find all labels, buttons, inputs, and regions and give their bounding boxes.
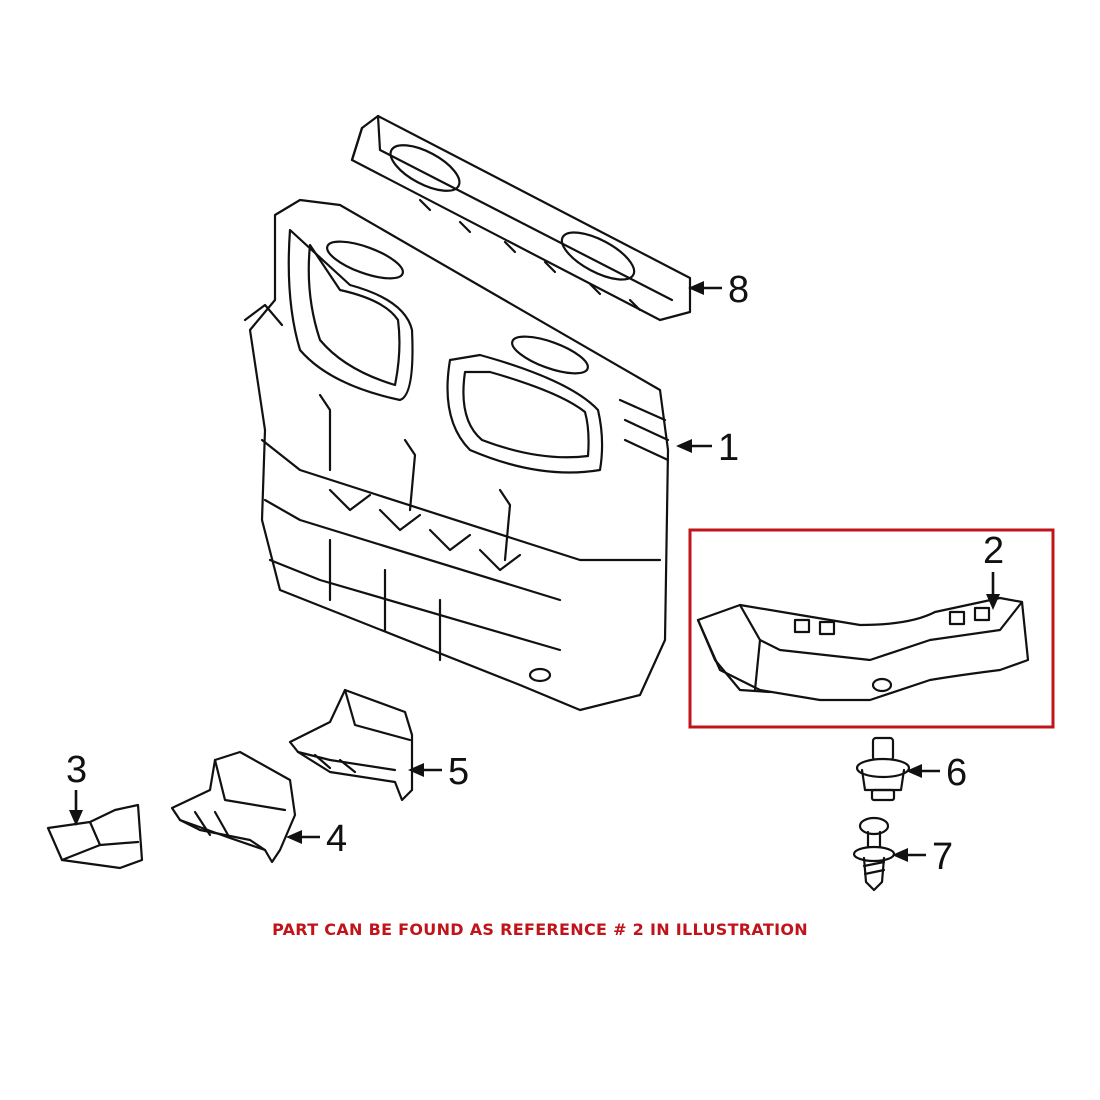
callout-1: 1 bbox=[676, 427, 739, 469]
part-1-radiator-support bbox=[243, 198, 670, 712]
callout-6: 6 bbox=[906, 752, 967, 794]
part-2-bracket bbox=[696, 596, 1030, 702]
part-6-push-clip bbox=[855, 736, 911, 802]
arrow-icon bbox=[892, 848, 908, 862]
arrow-icon bbox=[408, 763, 424, 777]
callout-2: 2 bbox=[983, 530, 1004, 610]
part-8-upper-bar bbox=[350, 114, 692, 322]
callout-number-1: 1 bbox=[718, 427, 739, 469]
callout-5: 5 bbox=[408, 751, 469, 793]
reference-note: PART CAN BE FOUND AS REFERENCE # 2 IN IL… bbox=[272, 920, 808, 939]
callout-number-6: 6 bbox=[946, 752, 967, 794]
arrow-icon bbox=[986, 594, 1000, 610]
arrow-icon bbox=[69, 810, 83, 826]
part-7-screw-clip bbox=[852, 816, 896, 892]
callout-number-4: 4 bbox=[326, 818, 347, 860]
part-2-highlight-box bbox=[688, 528, 1055, 729]
callout-8: 8 bbox=[688, 269, 749, 311]
part-3-deflector bbox=[46, 803, 144, 870]
arrow-icon bbox=[688, 281, 704, 295]
arrow-icon bbox=[676, 439, 692, 453]
callout-number-3: 3 bbox=[66, 749, 87, 791]
callout-number-7: 7 bbox=[932, 836, 953, 878]
callout-4: 4 bbox=[286, 818, 347, 860]
arrow-icon bbox=[906, 764, 922, 778]
callout-number-8: 8 bbox=[728, 269, 749, 311]
callout-number-2: 2 bbox=[983, 530, 1004, 572]
part-5-air-duct bbox=[288, 688, 414, 802]
callout-7: 7 bbox=[892, 836, 953, 878]
callout-number-5: 5 bbox=[448, 751, 469, 793]
callout-3: 3 bbox=[66, 749, 87, 826]
part-4-air-duct bbox=[170, 750, 297, 864]
arrow-icon bbox=[286, 830, 302, 844]
